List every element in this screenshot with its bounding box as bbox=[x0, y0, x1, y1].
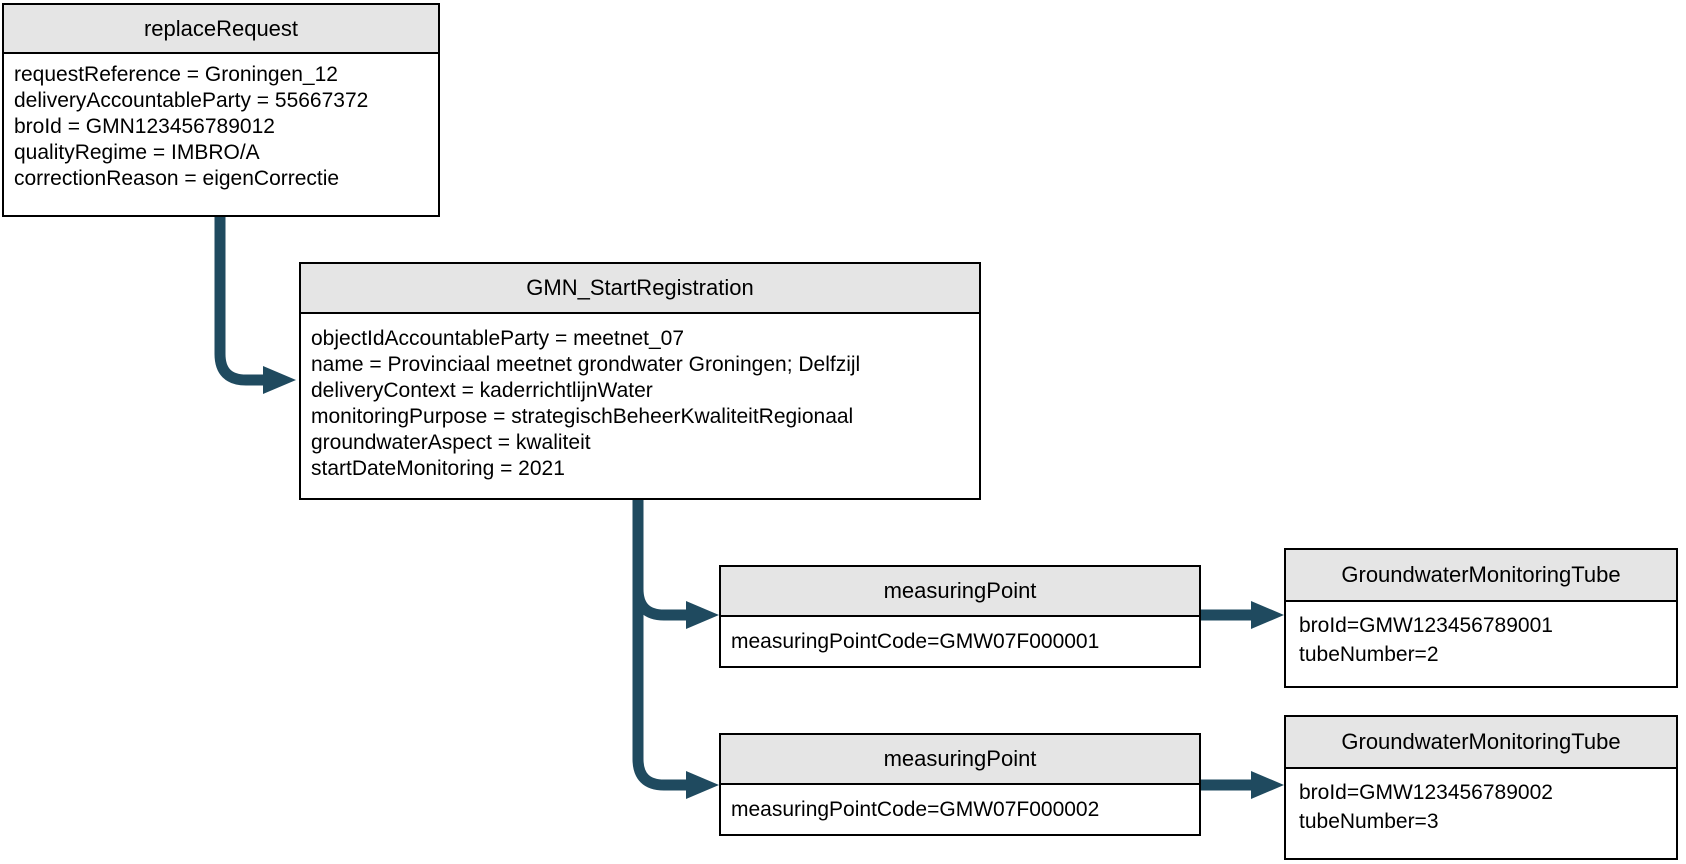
node-groundwater-monitoring-tube-2-title: GroundwaterMonitoringTube bbox=[1286, 717, 1676, 769]
attribute-line: broId=GMW123456789001 bbox=[1299, 614, 1553, 637]
attribute-line: monitoringPurpose = strategischBeheerKwa… bbox=[311, 405, 854, 428]
node-replace-request-title: replaceRequest bbox=[4, 5, 438, 54]
connector-gmn-to-measuringpoint1-arrow bbox=[632, 560, 719, 629]
attribute-line: tubeNumber=3 bbox=[1299, 810, 1439, 833]
node-measuring-point-2-title: measuringPoint bbox=[721, 735, 1199, 785]
node-groundwater-monitoring-tube-1: GroundwaterMonitoringTube broId=GMW12345… bbox=[1284, 548, 1678, 688]
node-replace-request: replaceRequest requestReference = Gronin… bbox=[2, 3, 440, 217]
connector-replacerequest-to-gmn-arrow bbox=[214, 217, 296, 394]
node-replace-request-body: requestReference = Groningen_12 delivery… bbox=[4, 54, 438, 215]
attribute-line: name = Provinciaal meetnet grondwater Gr… bbox=[311, 353, 861, 376]
node-gmn-start-registration-body: objectIdAccountableParty = meetnet_07 na… bbox=[301, 314, 979, 498]
attribute-line: deliveryAccountableParty = 55667372 bbox=[14, 89, 369, 112]
node-gmn-start-registration-title: GMN_StartRegistration bbox=[301, 264, 979, 314]
node-measuring-point-1-body: measuringPointCode=GMW07F000001 bbox=[721, 617, 1199, 666]
attribute-line: tubeNumber=2 bbox=[1299, 643, 1439, 666]
attribute-line: measuringPointCode=GMW07F000001 bbox=[731, 629, 1100, 653]
node-groundwater-monitoring-tube-2: GroundwaterMonitoringTube broId=GMW12345… bbox=[1284, 715, 1678, 860]
attribute-line: measuringPointCode=GMW07F000002 bbox=[731, 797, 1100, 821]
node-groundwater-monitoring-tube-1-body: broId=GMW123456789001 tubeNumber=2 bbox=[1286, 602, 1676, 686]
node-measuring-point-2-body: measuringPointCode=GMW07F000002 bbox=[721, 785, 1199, 834]
attribute-line: broId = GMN123456789012 bbox=[14, 115, 275, 138]
attribute-line: groundwaterAspect = kwaliteit bbox=[311, 431, 591, 454]
attribute-line: startDateMonitoring = 2021 bbox=[311, 457, 565, 480]
node-measuring-point-1: measuringPoint measuringPointCode=GMW07F… bbox=[719, 565, 1201, 668]
node-groundwater-monitoring-tube-2-body: broId=GMW123456789002 tubeNumber=3 bbox=[1286, 769, 1676, 858]
attribute-line: objectIdAccountableParty = meetnet_07 bbox=[311, 327, 684, 350]
node-measuring-point-1-title: measuringPoint bbox=[721, 567, 1199, 617]
connector-gmn-to-measuringpoint2-arrow bbox=[632, 500, 719, 799]
attribute-line: broId=GMW123456789002 bbox=[1299, 781, 1553, 804]
attribute-line: correctionReason = eigenCorrectie bbox=[14, 167, 340, 190]
node-measuring-point-2: measuringPoint measuringPointCode=GMW07F… bbox=[719, 733, 1201, 836]
node-gmn-start-registration: GMN_StartRegistration objectIdAccountabl… bbox=[299, 262, 981, 500]
attribute-line: deliveryContext = kaderrichtlijnWater bbox=[311, 379, 653, 402]
attribute-line: qualityRegime = IMBRO/A bbox=[14, 141, 260, 164]
node-groundwater-monitoring-tube-1-title: GroundwaterMonitoringTube bbox=[1286, 550, 1676, 602]
attribute-line: requestReference = Groningen_12 bbox=[14, 63, 338, 86]
